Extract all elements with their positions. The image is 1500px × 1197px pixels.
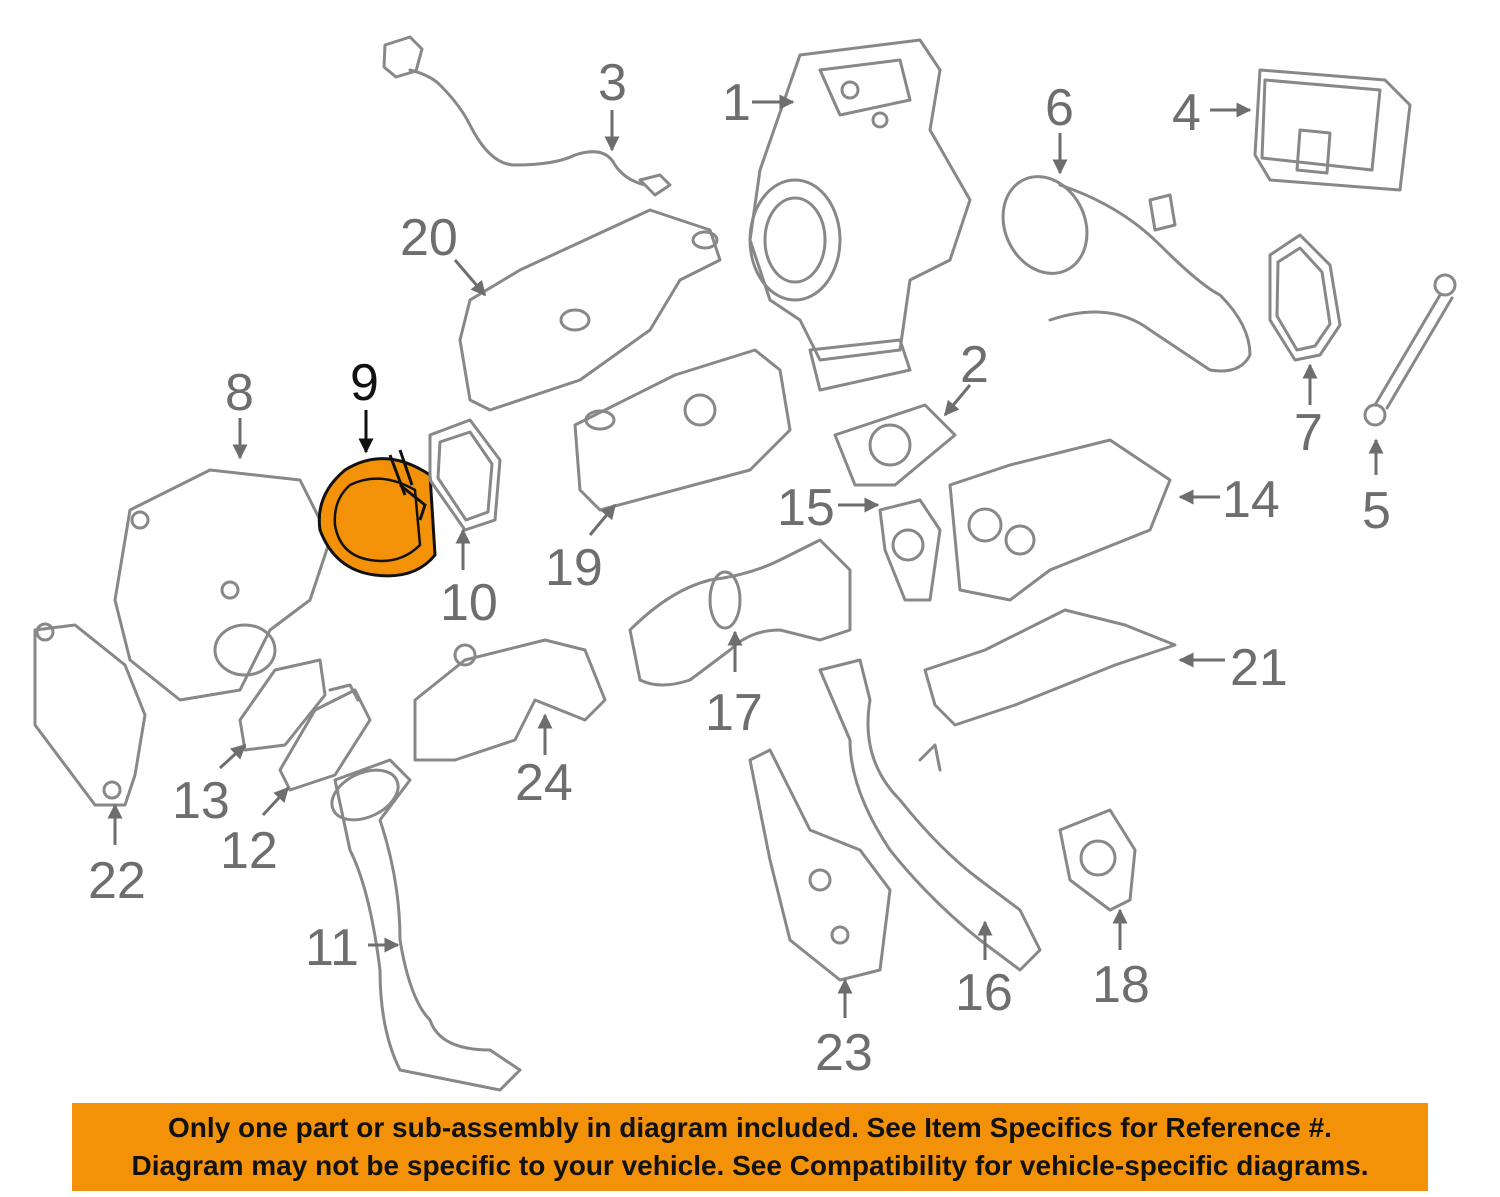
part-1-turbocharger [748, 38, 972, 392]
part-7-gasket [1268, 233, 1342, 362]
part-17-pipe [628, 538, 852, 687]
part-9-clamp [317, 449, 437, 578]
part-23-bracket [748, 748, 892, 982]
callout-20: 20 [400, 209, 458, 267]
disclaimer-line-2: Diagram may not be specific to your vehi… [131, 1150, 1369, 1181]
part-24-elbow [413, 638, 607, 762]
part-2-gasket [833, 403, 957, 487]
callout-23: 23 [815, 1024, 873, 1082]
part-4-actuator [1253, 68, 1412, 192]
callout-24: 24 [515, 754, 573, 812]
callout-2: 2 [960, 336, 989, 394]
callout-18: 18 [1092, 956, 1150, 1014]
callout-numbers: 1 2 3 4 5 6 7 8 9 10 11 12 13 14 15 16 1… [88, 54, 1391, 1082]
disclaimer-line-1: Only one part or sub-assembly in diagram… [168, 1112, 1332, 1143]
callout-3: 3 [598, 54, 627, 112]
part-5-rod [1363, 273, 1457, 427]
callout-4: 4 [1172, 84, 1201, 142]
part-21-heat-shield [923, 608, 1177, 727]
part-11-pipe [330, 758, 522, 1092]
callout-22: 22 [88, 852, 146, 910]
part-15-gasket [878, 498, 942, 602]
part-16-tube [818, 658, 1042, 972]
callout-13: 13 [172, 772, 230, 830]
disclaimer-banner: Only one part or sub-assembly in diagram… [72, 1103, 1428, 1191]
callout-12: 12 [220, 822, 278, 880]
callout-8: 8 [225, 364, 254, 422]
callout-15: 15 [777, 479, 835, 537]
part-22-plate [33, 622, 147, 807]
callout-6: 6 [1045, 79, 1074, 137]
part-8-converter [113, 468, 332, 702]
callout-1: 1 [722, 74, 751, 132]
callout-11: 11 [305, 919, 359, 977]
callout-21: 21 [1230, 639, 1288, 697]
callout-14: 14 [1222, 471, 1280, 529]
part-18-gasket [1058, 808, 1137, 912]
part-14-flange [948, 438, 1172, 602]
callout-9: 9 [350, 354, 379, 412]
part-12-flange [278, 683, 372, 792]
callout-16: 16 [955, 964, 1013, 1022]
part-6-intake-pipe [1001, 175, 1252, 373]
callout-arrows [107, 94, 1384, 1018]
part-3-sensor [382, 35, 672, 197]
callout-7: 7 [1294, 404, 1323, 462]
part-20-heat-shield [458, 208, 722, 412]
callout-10: 10 [440, 574, 498, 632]
parts-diagram: 1 2 3 4 5 6 7 8 9 10 11 12 13 14 15 16 1… [33, 35, 1457, 1092]
callout-5: 5 [1362, 482, 1391, 540]
part-10-gasket [428, 418, 502, 532]
callout-19: 19 [545, 539, 603, 597]
part-19-cover [573, 348, 792, 512]
callout-17: 17 [705, 684, 763, 742]
